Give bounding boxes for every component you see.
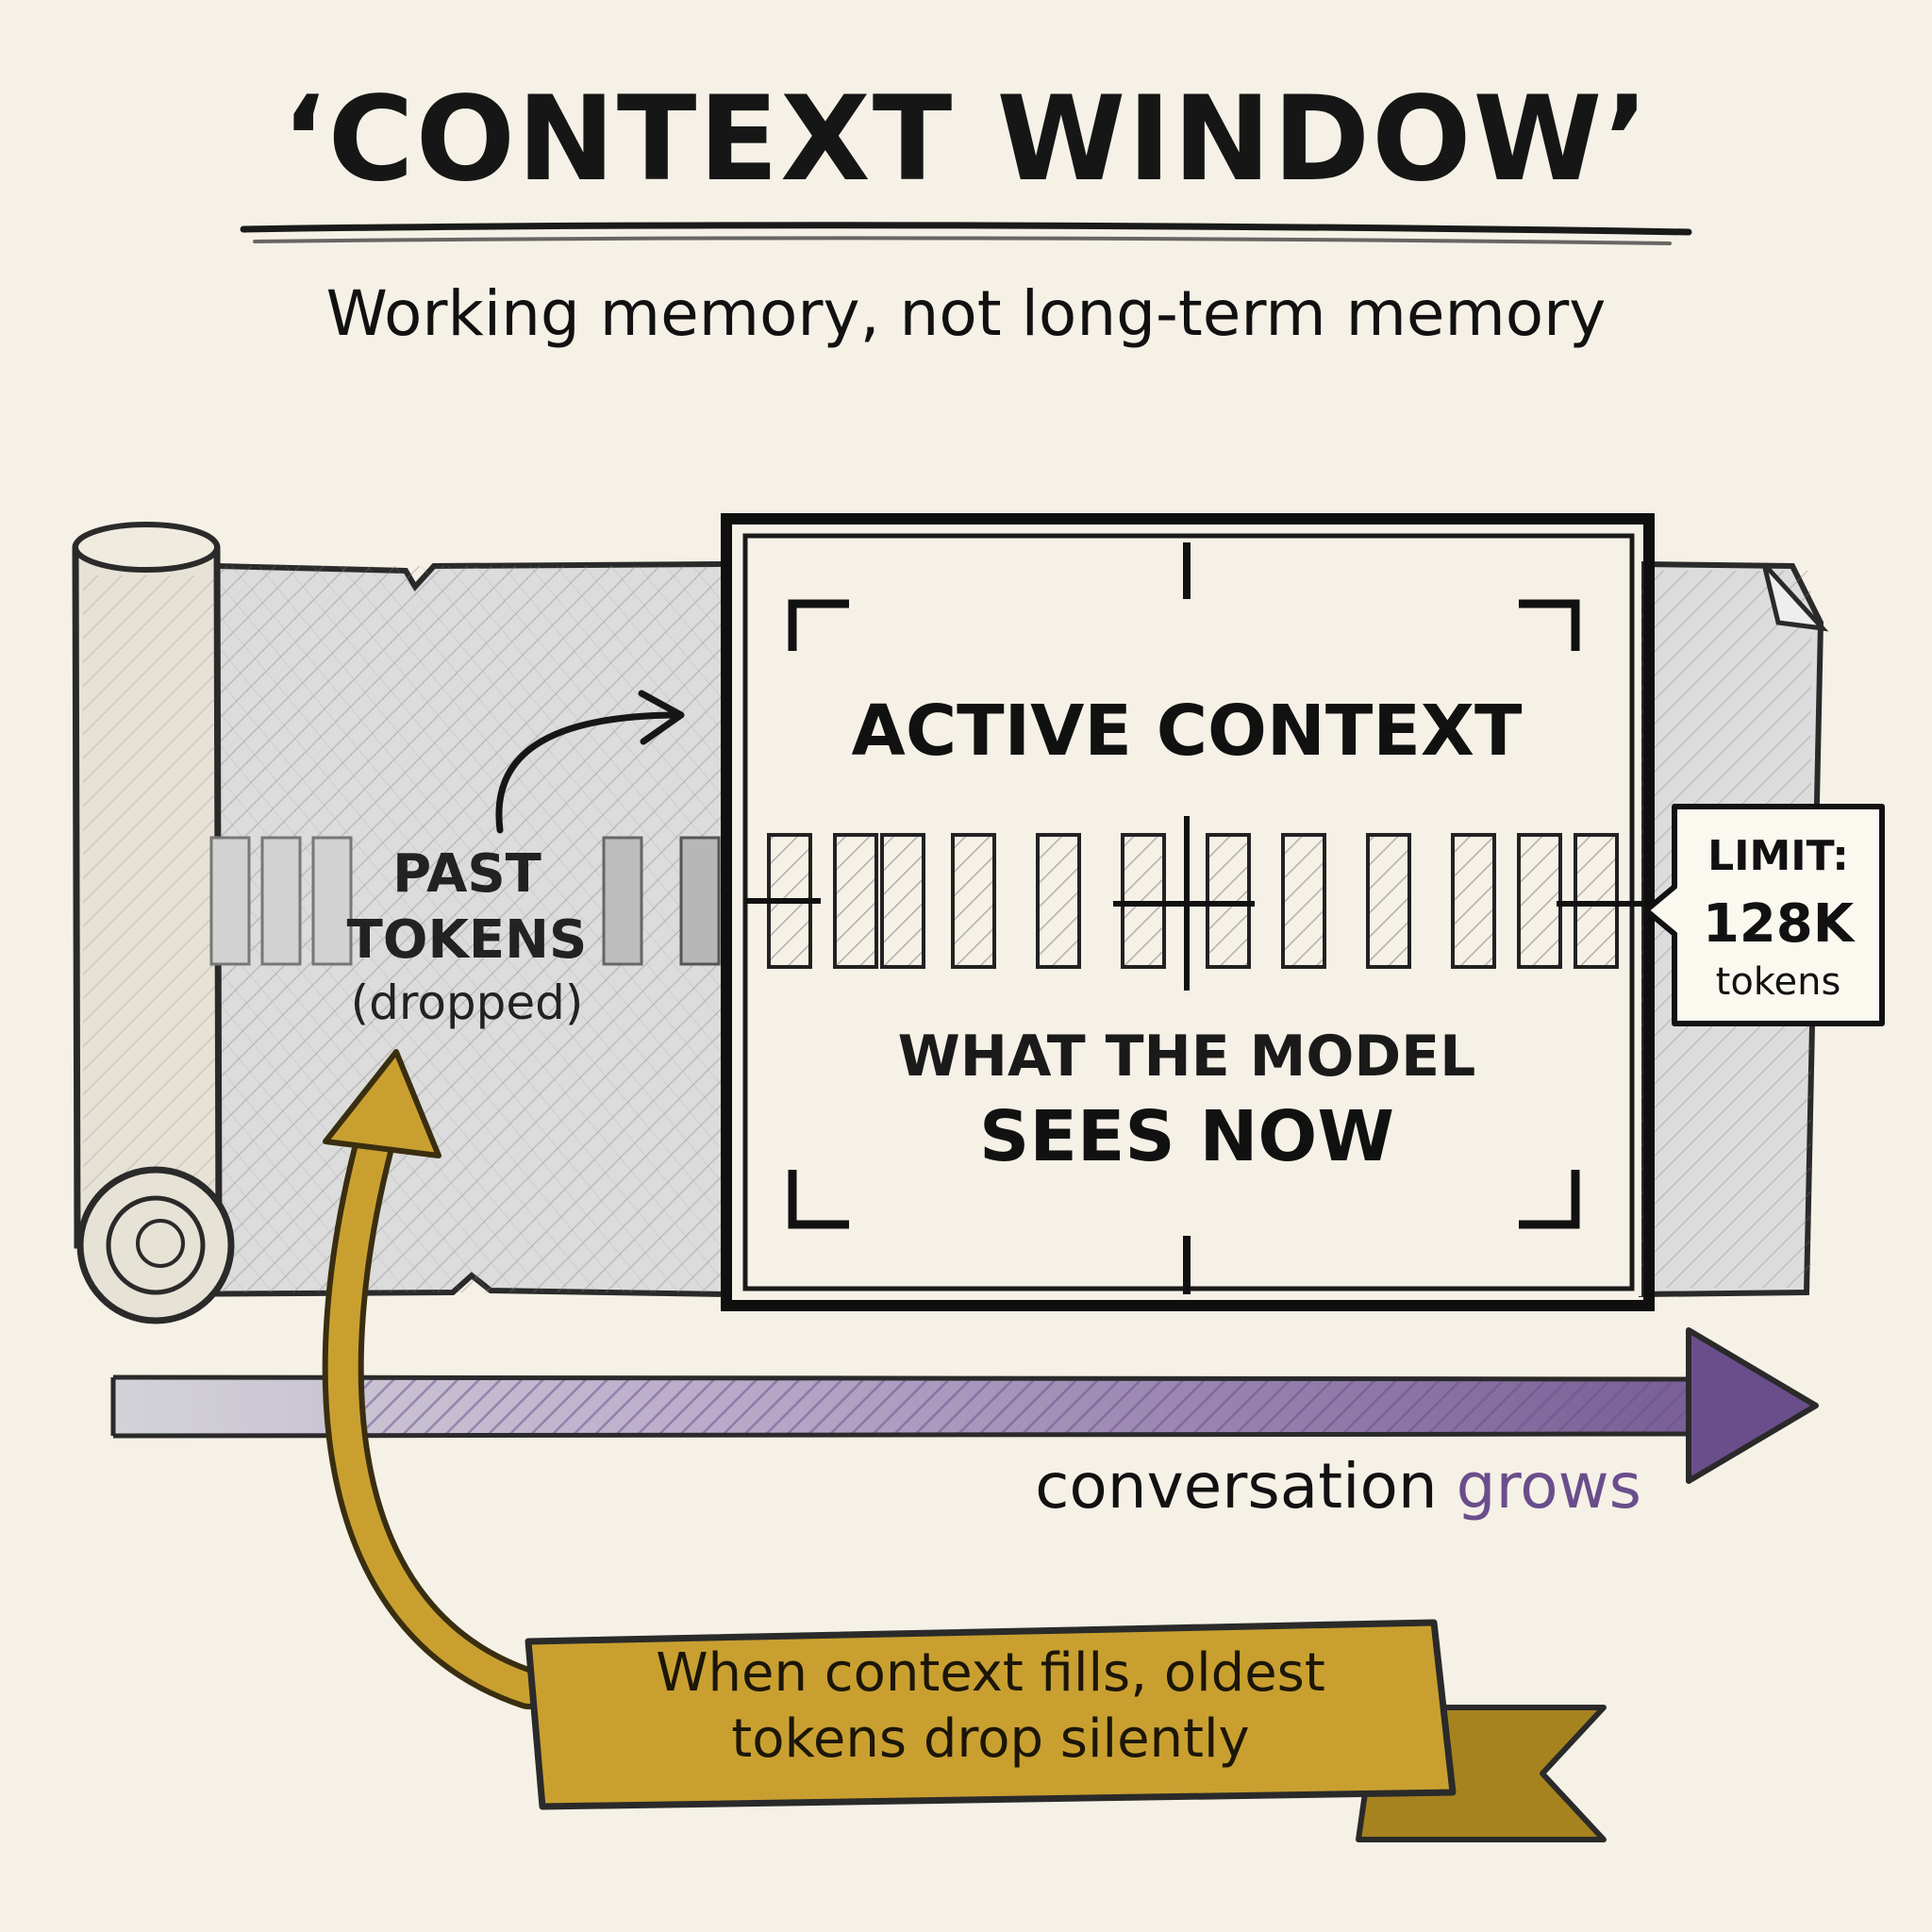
title-underline — [240, 222, 1692, 245]
active-token-cell — [1281, 833, 1326, 969]
active-token-cell — [1517, 833, 1562, 969]
active-token-cells — [745, 816, 1646, 991]
past-tokens-note: (dropped) — [351, 975, 584, 1030]
limit-unit: tokens — [1716, 960, 1841, 1004]
past-token-cell — [311, 836, 353, 966]
past-token-cells — [209, 836, 721, 966]
limit-tag — [1643, 804, 1885, 1026]
active-token-cell — [1451, 833, 1496, 969]
model-sees-caption-line1: WHAT THE MODEL — [898, 1024, 1476, 1090]
banner-line1: When context fills, oldest — [656, 1642, 1325, 1704]
past-tokens-label-line2: TOKENS — [347, 909, 588, 971]
gold-curved-arrow-icon — [322, 1049, 549, 1709]
past-token-cell — [602, 836, 643, 966]
curved-arrow-icon — [495, 690, 685, 834]
page-subtitle: Working memory, not long-term memory — [326, 277, 1607, 350]
past-token-cell — [260, 836, 302, 966]
active-token-cell — [1366, 833, 1411, 969]
scroll-roller — [72, 522, 235, 1324]
model-sees-caption-line2: SEES NOW — [979, 1096, 1394, 1177]
gold-banner — [525, 1619, 1607, 1842]
past-tokens-label-line1: PAST — [392, 843, 541, 905]
active-token-cell — [833, 833, 878, 969]
timeline-caption-accent: grows — [1457, 1450, 1641, 1523]
limit-value: 128K — [1703, 893, 1857, 955]
limit-label: LIMIT: — [1707, 832, 1849, 880]
timeline-arrow — [110, 1327, 1819, 1484]
past-token-cell — [679, 836, 721, 966]
timeline-caption-main: conversation — [1035, 1450, 1438, 1523]
active-token-cell — [1036, 833, 1081, 969]
past-token-cell — [209, 836, 251, 966]
timeline-caption: conversation grows — [1035, 1450, 1641, 1523]
banner-line2: tokens drop silently — [731, 1708, 1249, 1770]
active-token-cell — [951, 833, 996, 969]
active-context-heading: ACTIVE CONTEXT — [852, 691, 1523, 772]
active-token-cell — [880, 833, 925, 969]
page-title: ‘CONTEXT WINDOW’ — [282, 72, 1651, 208]
timeline-arrowhead-icon — [1686, 1327, 1819, 1484]
